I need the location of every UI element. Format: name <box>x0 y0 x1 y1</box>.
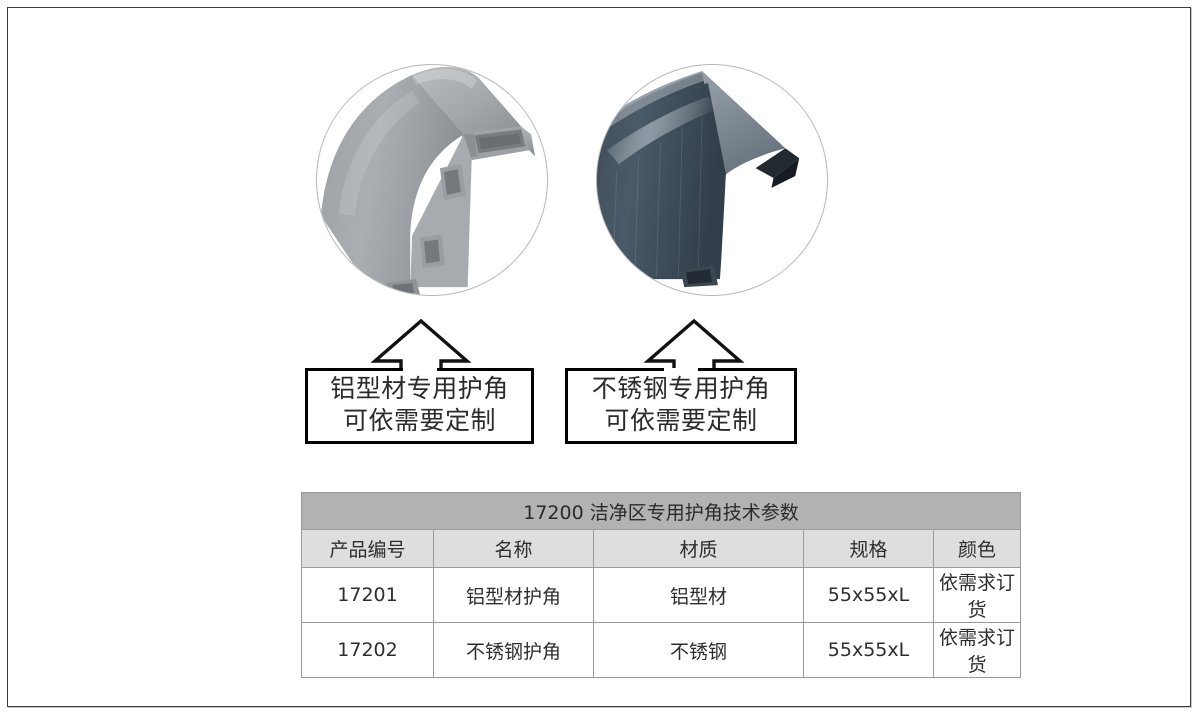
table-header-material: 材质 <box>593 529 804 568</box>
cell-name: 铝型材护角 <box>433 567 594 623</box>
table-header-product-code: 产品编号 <box>301 529 434 568</box>
cell-product-code: 17201 <box>301 567 434 623</box>
cell-spec: 55x55xL <box>803 622 934 678</box>
table-header-row: 产品编号 名称 材质 规格 颜色 <box>301 529 1021 568</box>
cell-material: 铝型材 <box>593 567 804 623</box>
aluminium-callout-line-2: 可依需要定制 <box>342 405 496 435</box>
cell-material: 不锈钢 <box>593 622 804 678</box>
cell-color: 依需求订货 <box>933 622 1021 678</box>
table-row: 17202 不锈钢护角 不锈钢 55x55xL 依需求订货 <box>301 622 1021 678</box>
callout-arrow-notch <box>664 368 698 372</box>
stainless-callout-line-1: 不锈钢专用护角 <box>591 373 771 403</box>
table-title: 17200 洁净区专用护角技术参数 <box>301 492 1021 530</box>
aluminium-callout-box: 铝型材专用护角 可依需要定制 <box>305 368 534 444</box>
callout-arrow-notch <box>402 368 437 372</box>
stainless-callout-arrow-icon <box>643 318 745 375</box>
table-header-spec: 规格 <box>803 529 934 568</box>
aluminium-profile-illustration <box>320 66 536 295</box>
cell-spec: 55x55xL <box>803 567 934 623</box>
table-title-row: 17200 洁净区专用护角技术参数 <box>301 492 1021 530</box>
stainless-steel-corner-guard-photo <box>596 64 828 296</box>
table-header-color: 颜色 <box>933 529 1021 568</box>
cell-product-code: 17202 <box>301 622 434 678</box>
stainless-callout-box: 不锈钢专用护角 可依需要定制 <box>565 368 797 444</box>
aluminium-callout-line-1: 铝型材专用护角 <box>330 373 509 403</box>
cell-name: 不锈钢护角 <box>433 622 594 678</box>
aluminium-corner-guard-photo <box>316 64 548 296</box>
stainless-steel-profile-illustration <box>597 70 800 288</box>
cell-color: 依需求订货 <box>933 567 1021 623</box>
table-row: 17201 铝型材护角 铝型材 55x55xL 依需求订货 <box>301 567 1021 623</box>
spec-table: 17200 洁净区专用护角技术参数 产品编号 名称 材质 规格 颜色 17201… <box>301 492 1021 678</box>
aluminium-callout-arrow-icon <box>370 318 472 375</box>
page-frame: 铝型材专用护角 可依需要定制 不锈钢专用护角 可依需要定制 17200 洁净区专… <box>7 7 1191 707</box>
stainless-callout-line-2: 可依需要定制 <box>604 405 758 435</box>
table-header-name: 名称 <box>433 529 594 568</box>
